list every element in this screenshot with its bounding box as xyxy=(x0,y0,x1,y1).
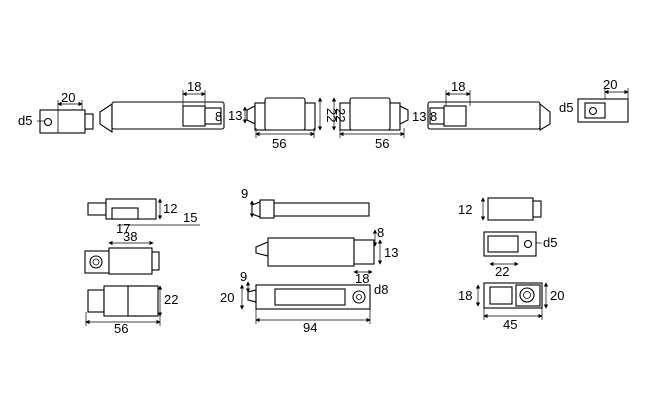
left-end-tab-dia-label: d5 xyxy=(18,113,32,128)
right-long-body-side-b-label: 8 xyxy=(430,109,437,124)
br-dia-label: d5 xyxy=(543,235,557,250)
bm-dia-label: d8 xyxy=(374,282,388,297)
br-h20-label: 20 xyxy=(550,288,564,303)
left-long-body-part xyxy=(99,90,225,134)
bl-w56-label: 56 xyxy=(114,321,128,336)
left-center-block-part xyxy=(242,97,323,138)
left-long-body-width-label: 18 xyxy=(187,79,201,94)
bottom-middle-bottom-view xyxy=(239,281,371,324)
right-end-tab-part xyxy=(577,88,629,123)
bl-w17-label: 17 xyxy=(116,221,130,236)
br-w22-label: 22 xyxy=(495,264,509,279)
left-end-tab-width-label: 20 xyxy=(61,90,75,105)
bottom-left-top-view xyxy=(87,198,200,226)
right-center-block-pair-label: 22 xyxy=(333,108,348,122)
bottom-right-top-view xyxy=(480,197,542,221)
bottom-left-mid-view xyxy=(84,240,160,275)
bm-h9-label: 9 xyxy=(241,186,248,201)
bl-h12-label: 12 xyxy=(163,201,177,216)
left-end-tab-part xyxy=(37,100,94,134)
bottom-right-bottom-view xyxy=(475,282,549,320)
br-w45-label: 45 xyxy=(503,317,517,332)
bm-w18-label: 18 xyxy=(355,271,369,286)
right-end-tab-dia-label: d5 xyxy=(559,100,573,115)
left-center-block-height-label: 13 xyxy=(228,108,242,123)
right-end-tab-width-label: 20 xyxy=(603,77,617,92)
bm-w94-label: 94 xyxy=(303,320,317,335)
left-center-block-length-label: 56 xyxy=(272,136,286,151)
right-center-block-length-label: 56 xyxy=(375,136,389,151)
bm-h20-label: 20 xyxy=(220,290,234,305)
bl-h15-label: 15 xyxy=(183,210,197,225)
bottom-middle-top-view xyxy=(249,199,370,219)
bottom-right-mid-view xyxy=(483,231,542,267)
right-long-body-side-label: 13 xyxy=(412,109,426,124)
bm-h9b-label: 9 xyxy=(240,269,247,284)
left-long-body-side-label: 8 xyxy=(215,109,222,124)
bottom-middle-mid-view xyxy=(255,229,383,275)
br-h18-label: 18 xyxy=(458,288,472,303)
bm-h13-label: 13 xyxy=(384,245,398,260)
bl-h22-label: 22 xyxy=(164,292,178,307)
bl-w38-label: 38 xyxy=(123,229,137,244)
bm-h8-label: 8 xyxy=(377,225,384,240)
bottom-left-bottom-view xyxy=(85,285,163,326)
right-long-body-width-label: 18 xyxy=(451,79,465,94)
br-h12-label: 12 xyxy=(458,202,472,217)
right-long-body-part xyxy=(427,90,551,131)
right-center-block-part xyxy=(331,97,409,138)
